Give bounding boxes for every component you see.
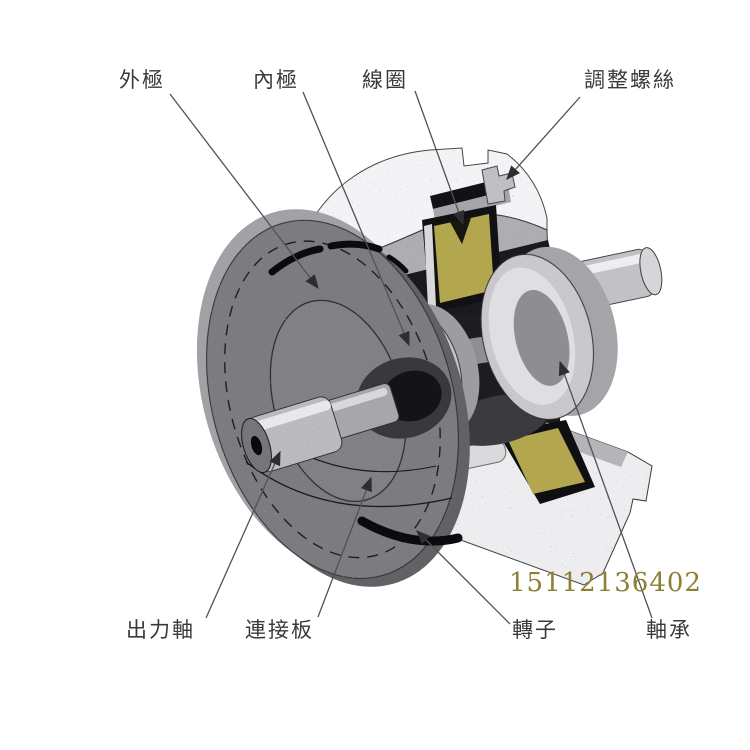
motor-illustration [196,147,663,587]
label-inner-pole: 內極 [253,68,299,92]
label-adjust-screw: 調整螺絲 [584,68,676,92]
label-connect-plate: 連接板 [245,618,314,642]
coil-bottom [508,428,585,494]
output-shaft-part [241,383,400,474]
label-coil: 線圈 [362,68,408,92]
label-output-shaft: 出力軸 [126,618,195,642]
leader-outer-pole [169,93,319,290]
leader-connect-plate [317,476,372,618]
leader-lines [169,90,653,625]
leader-adjust-screw [506,96,581,180]
leader-bearing [558,360,653,619]
watermark-text: 15112136402 [509,568,702,598]
leader-output-shaft [205,450,281,619]
leader-coil [414,90,465,226]
leader-rotor [416,530,511,625]
leader-inner-pole [302,91,410,347]
label-rotor: 轉子 [512,618,558,642]
coil-top [422,205,502,313]
label-bearing: 軸承 [646,618,692,642]
label-outer-pole: 外極 [119,68,165,92]
